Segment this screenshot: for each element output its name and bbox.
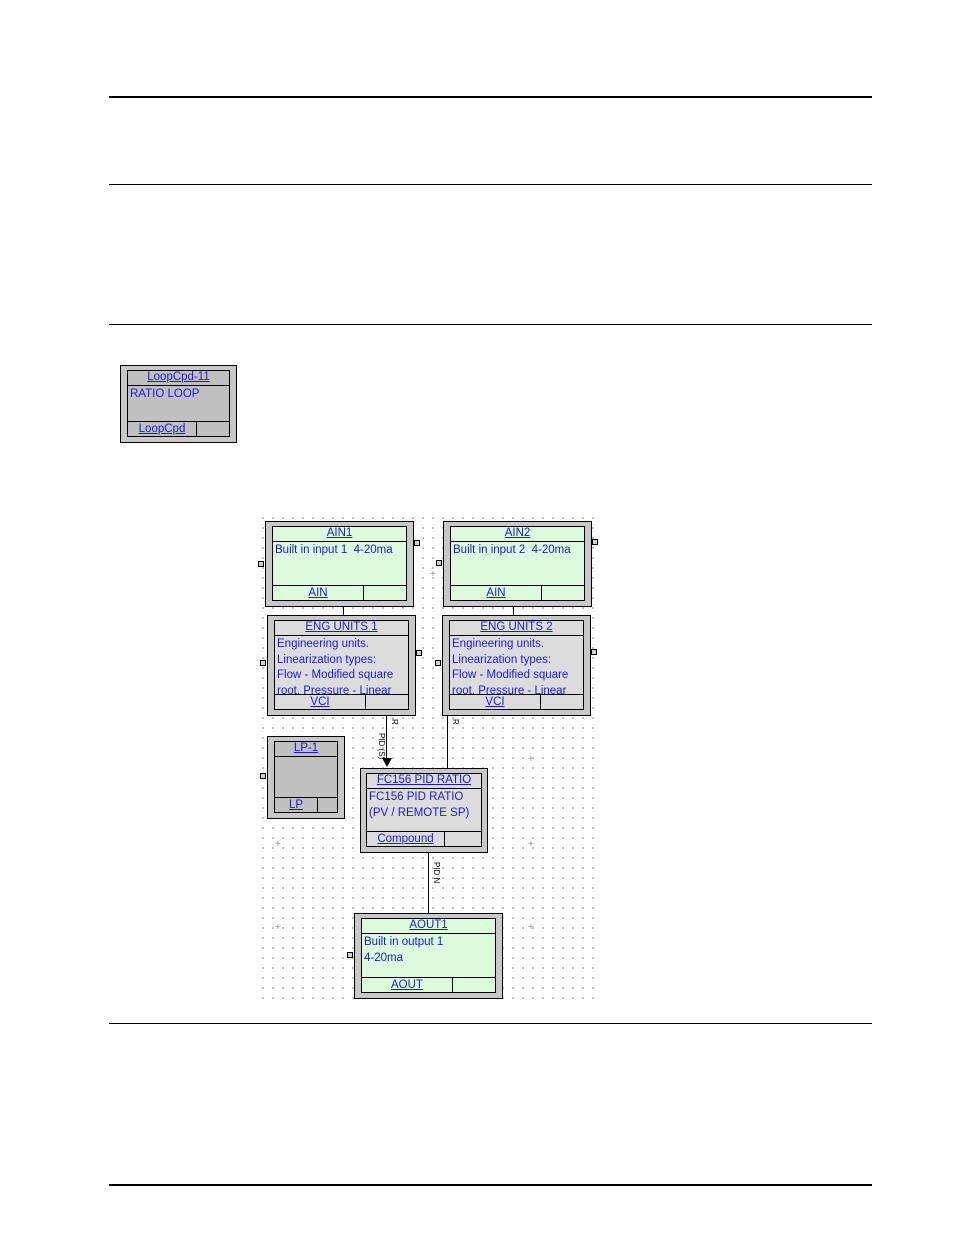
block-description: Built in input 1 4-20ma [275, 544, 393, 556]
output-port[interactable] [592, 539, 598, 545]
block-description: Built in input 2 4-20ma [453, 544, 571, 556]
grid-marker: + [528, 839, 534, 850]
block-title: LoopCpd-11 [128, 371, 229, 386]
block-type-label: AIN [273, 586, 364, 600]
block-type-label: LoopCpd [128, 422, 197, 436]
arrow-head-icon [382, 758, 392, 767]
output-port[interactable] [591, 649, 597, 655]
block-title: LP-1 [275, 742, 337, 757]
grid-marker: + [528, 922, 534, 933]
block-type-label: AIN [451, 586, 542, 600]
input-port[interactable] [347, 952, 353, 958]
block-footer: LP [275, 797, 337, 812]
input-port[interactable] [260, 660, 266, 666]
input-port[interactable] [258, 561, 264, 567]
output-port[interactable] [416, 650, 422, 656]
input-port[interactable] [436, 560, 442, 566]
block-title: FC156 PID RATIO [367, 774, 481, 789]
ain1-block[interactable]: AIN1 Built in input 1 4-20ma AIN [265, 521, 414, 607]
pid-ratio-block[interactable]: FC156 PID RATIO FC156 PID RATIO (PV / RE… [360, 768, 488, 853]
block-description: Engineering units. Linearization types: … [277, 638, 394, 694]
top-rule [109, 96, 872, 98]
section-rule-2 [109, 324, 872, 325]
grid-marker: + [528, 754, 534, 765]
wire-eng2-pid[interactable] [447, 716, 448, 769]
block-type-label: VCI [275, 695, 366, 709]
bottom-rule [109, 1184, 872, 1186]
wire-label: R [451, 719, 460, 725]
wire-ain1-eng1[interactable] [343, 607, 344, 616]
block-footer: LoopCpd [128, 421, 229, 436]
block-footer: AOUT [362, 977, 495, 992]
input-port[interactable] [260, 773, 266, 779]
eng-units-1-block[interactable]: ENG UNITS 1 Engineering units. Lineariza… [267, 615, 416, 716]
block-type-label: VCI [450, 695, 541, 709]
grid-marker: + [430, 569, 436, 580]
ain2-block[interactable]: AIN2 Built in input 2 4-20ma AIN [443, 521, 592, 607]
block-title: ENG UNITS 1 [275, 621, 408, 636]
section-rule-3 [109, 1023, 872, 1024]
block-description: Built in output 1 4-20ma [364, 936, 444, 964]
wire-label: PID N [432, 862, 441, 884]
block-type-label: LP [275, 798, 318, 812]
input-port[interactable] [435, 660, 441, 666]
wire-label: R [390, 719, 399, 725]
block-description: RATIO LOOP [130, 388, 200, 400]
block-title: ENG UNITS 2 [450, 621, 583, 636]
wire-label: PID (S) [377, 733, 386, 760]
wire-pid-aout1[interactable] [428, 853, 429, 914]
block-footer: VCI [450, 694, 583, 709]
section-rule-1 [109, 184, 872, 185]
block-footer: VCI [275, 694, 408, 709]
eng-units-2-block[interactable]: ENG UNITS 2 Engineering units. Lineariza… [442, 615, 591, 716]
block-title: AIN1 [273, 527, 406, 542]
block-footer: Compound [367, 831, 481, 846]
wire-eng1-pid[interactable] [386, 716, 387, 761]
block-description: Engineering units. Linearization types: … [452, 638, 569, 694]
block-title: AIN2 [451, 527, 584, 542]
output-port[interactable] [414, 540, 420, 546]
block-title: AOUT1 [362, 919, 495, 934]
grid-marker: + [275, 839, 281, 850]
grid-marker: + [275, 922, 281, 933]
block-type-label: Compound [367, 832, 445, 846]
block-footer: AIN [273, 585, 406, 600]
wire-ain2-eng2[interactable] [513, 607, 514, 616]
lp-1-block[interactable]: LP-1 LP [267, 736, 345, 819]
block-description: FC156 PID RATIO (PV / REMOTE SP) [369, 791, 470, 819]
block-footer: AIN [451, 585, 584, 600]
aout1-block[interactable]: AOUT1 Built in output 1 4-20ma AOUT [354, 913, 503, 999]
block-type-label: AOUT [362, 978, 453, 992]
loop-compound-block-thumbnail[interactable]: LoopCpd-11 RATIO LOOP LoopCpd [120, 365, 237, 443]
